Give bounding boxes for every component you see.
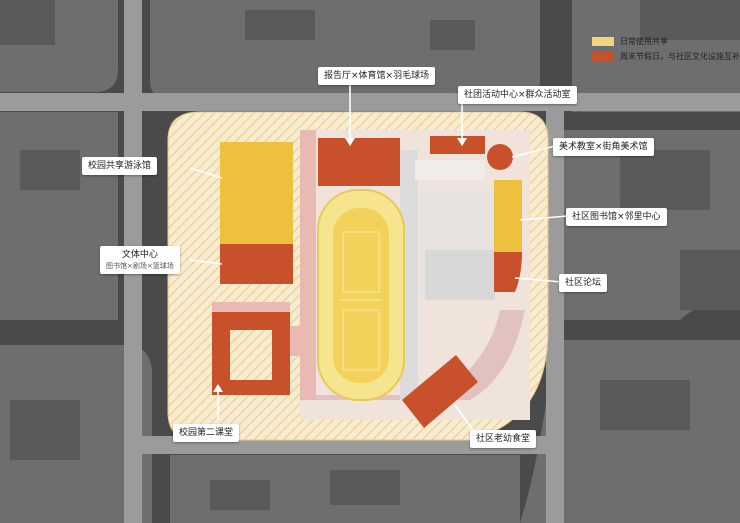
- legend-label-weekend: 周末节假日，与社区文化设施互补: [620, 51, 740, 61]
- label-wenti-title: 文体中心: [121, 250, 158, 260]
- label-shitang: 社区老幼食堂: [470, 430, 537, 448]
- label-luntan: 社区论坛: [559, 274, 608, 292]
- shared-buildings: [220, 142, 522, 258]
- label-ketang: 校园第二课堂: [173, 424, 240, 442]
- label-shetuan: 社团活动中心×群众活动室: [458, 86, 577, 104]
- legend: 日常使用共享 周末节假日，与社区文化设施互补: [592, 36, 740, 66]
- legend-item-weekend: 周末节假日，与社区文化设施互补: [592, 51, 740, 61]
- connector-pink: [212, 160, 485, 356]
- label-wenti: 文体中心 图书馆×剧场×篮球场: [100, 246, 180, 274]
- leader-lines: [189, 84, 569, 441]
- leader-arrows: [213, 138, 467, 392]
- legend-swatch-shared: [592, 36, 614, 46]
- label-baogaoting: 报告厅×体育馆×羽毛球场: [318, 67, 436, 85]
- legend-item-shared: 日常使用共享: [592, 36, 740, 46]
- weekend-buildings: [212, 136, 522, 428]
- label-wenti-sub: 图书馆×剧场×篮球场: [106, 262, 174, 270]
- label-tushuguan: 社区图书馆×邻里中心: [566, 208, 667, 226]
- sports-field: [317, 189, 405, 401]
- legend-swatch-weekend: [592, 51, 614, 61]
- label-meishu: 美术教室×街角美术馆: [553, 138, 654, 156]
- legend-label-shared: 日常使用共享: [620, 36, 668, 46]
- label-youyongguan: 校园共享游泳馆: [82, 157, 158, 175]
- buildings-dark: [0, 0, 740, 510]
